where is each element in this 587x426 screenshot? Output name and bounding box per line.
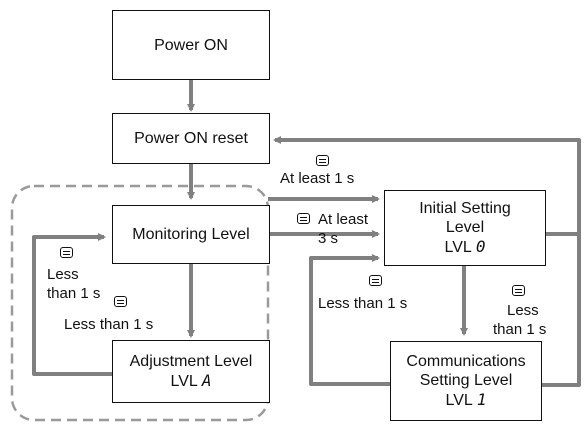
operation-group-outline (10, 184, 270, 422)
level-key-icon (297, 213, 310, 224)
box-adjustment-level-lvl: LVL (170, 373, 198, 390)
label-at-least-1s: At least 1 s (280, 170, 355, 187)
box-communications-setting-level-lvl: LVL (445, 392, 473, 409)
box-power-on-label: Power ON (154, 36, 228, 54)
level-key-icon (369, 275, 382, 286)
level-key-icon (114, 296, 127, 307)
box-power-on-reset: Power ON reset (112, 113, 270, 164)
box-initial-setting-level-line1: Initial Setting (419, 200, 511, 217)
level-key-icon (512, 285, 525, 296)
label-mid-less-than-1s: Less than 1 s (64, 316, 154, 333)
label-left-less-line2: than 1 s (47, 285, 101, 302)
box-adjustment-level-title: Adjustment Level (129, 353, 253, 370)
arrow-return-to-reset (273, 136, 581, 387)
label-comm-less-line1: Less (507, 302, 539, 319)
label-left-less-line1: Less (47, 266, 79, 283)
label-comm-less-line2: than 1 s (493, 321, 547, 338)
label-right-less-than-1s: Less than 1 s (318, 295, 408, 312)
label-at-least-3s-line1: At least (318, 211, 369, 228)
box-communications-setting-level-line1: Communications (406, 353, 526, 370)
box-adjustment-level-code: A (201, 371, 212, 390)
box-communications-setting-level-line2: Setting Level (419, 372, 513, 389)
level-key-icon (316, 155, 329, 166)
box-initial-setting-level-line2: Level (445, 219, 485, 236)
arrow-communications-to-initial (309, 254, 390, 386)
box-monitoring-level-label: Monitoring Level (132, 226, 250, 243)
arrow-adjustment-to-monitoring (32, 233, 115, 376)
box-power-on-reset-label: Power ON reset (134, 130, 248, 147)
box-monitoring-level: Monitoring Level (112, 205, 270, 264)
box-initial-setting-level-lvl: LVL (444, 239, 472, 256)
box-power-on: Power ON (112, 10, 270, 80)
level-key-icon (60, 247, 73, 258)
label-at-least-3s-line2: 3 s (318, 230, 339, 247)
box-initial-setting-level-code: 0 (475, 237, 486, 256)
box-communications-setting-level-code: 1 (476, 390, 487, 409)
